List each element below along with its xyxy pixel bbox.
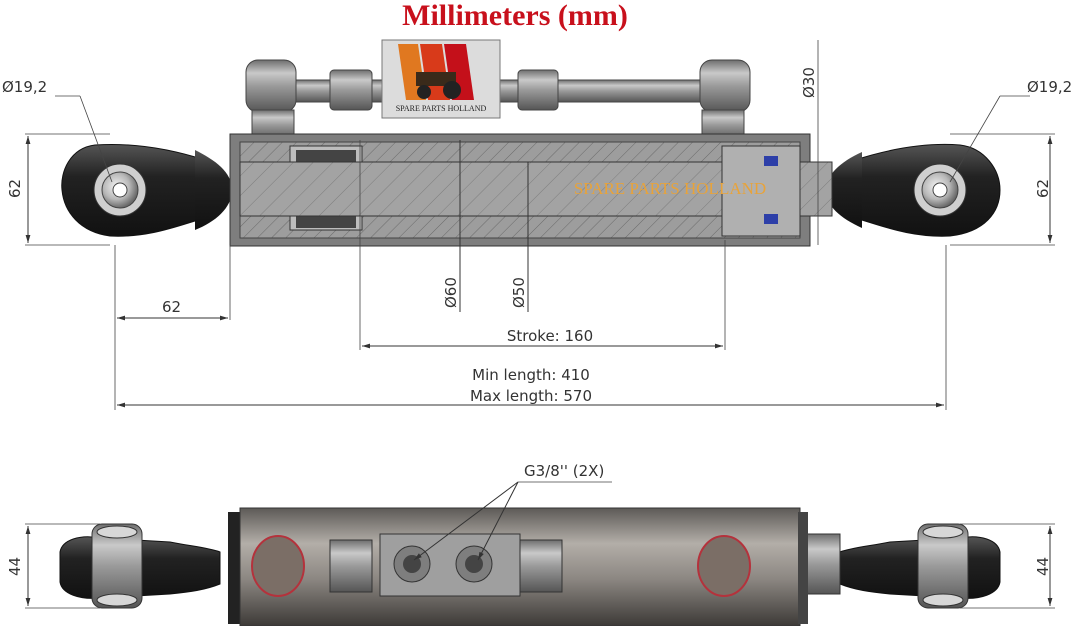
cylinder-side-view — [59, 507, 1001, 626]
brand-logo: SPARE PARTS HOLLAND — [381, 39, 501, 119]
dim-right-pin: Ø19,2 — [1027, 78, 1072, 96]
dim-rod-dia: Ø50 — [510, 277, 528, 308]
dim-left-eye-height: 62 — [6, 179, 24, 198]
dim-max-length: Max length: 570 — [470, 387, 592, 405]
logo-caption: SPARE PARTS HOLLAND — [396, 104, 487, 113]
dim-ports: G3/8'' (2X) — [524, 462, 604, 480]
dim-left-eye-width: 44 — [6, 557, 24, 576]
dimension-lines-top — [25, 40, 1055, 410]
cylinder-barrel-section: SPARE PARTS HOLLAND — [229, 133, 833, 247]
right-rod-eye — [826, 143, 1001, 237]
dim-right-eye-width: 44 — [1034, 557, 1052, 576]
left-rod-eye — [61, 143, 232, 237]
dim-stroke: Stroke: 160 — [507, 327, 593, 345]
dim-pipe-dia: Ø30 — [800, 67, 818, 98]
dim-barrel-dia: Ø60 — [442, 277, 460, 308]
dim-right-eye-height: 62 — [1034, 179, 1052, 198]
dimension-lines-bottom — [25, 481, 1055, 609]
watermark: SPARE PARTS HOLLAND — [574, 179, 766, 198]
dim-left-pin: Ø19,2 — [2, 78, 47, 96]
dim-eye-length: 62 — [162, 298, 181, 316]
page-title: Millimeters (mm) — [402, 0, 628, 32]
dim-min-length: Min length: 410 — [472, 366, 590, 384]
